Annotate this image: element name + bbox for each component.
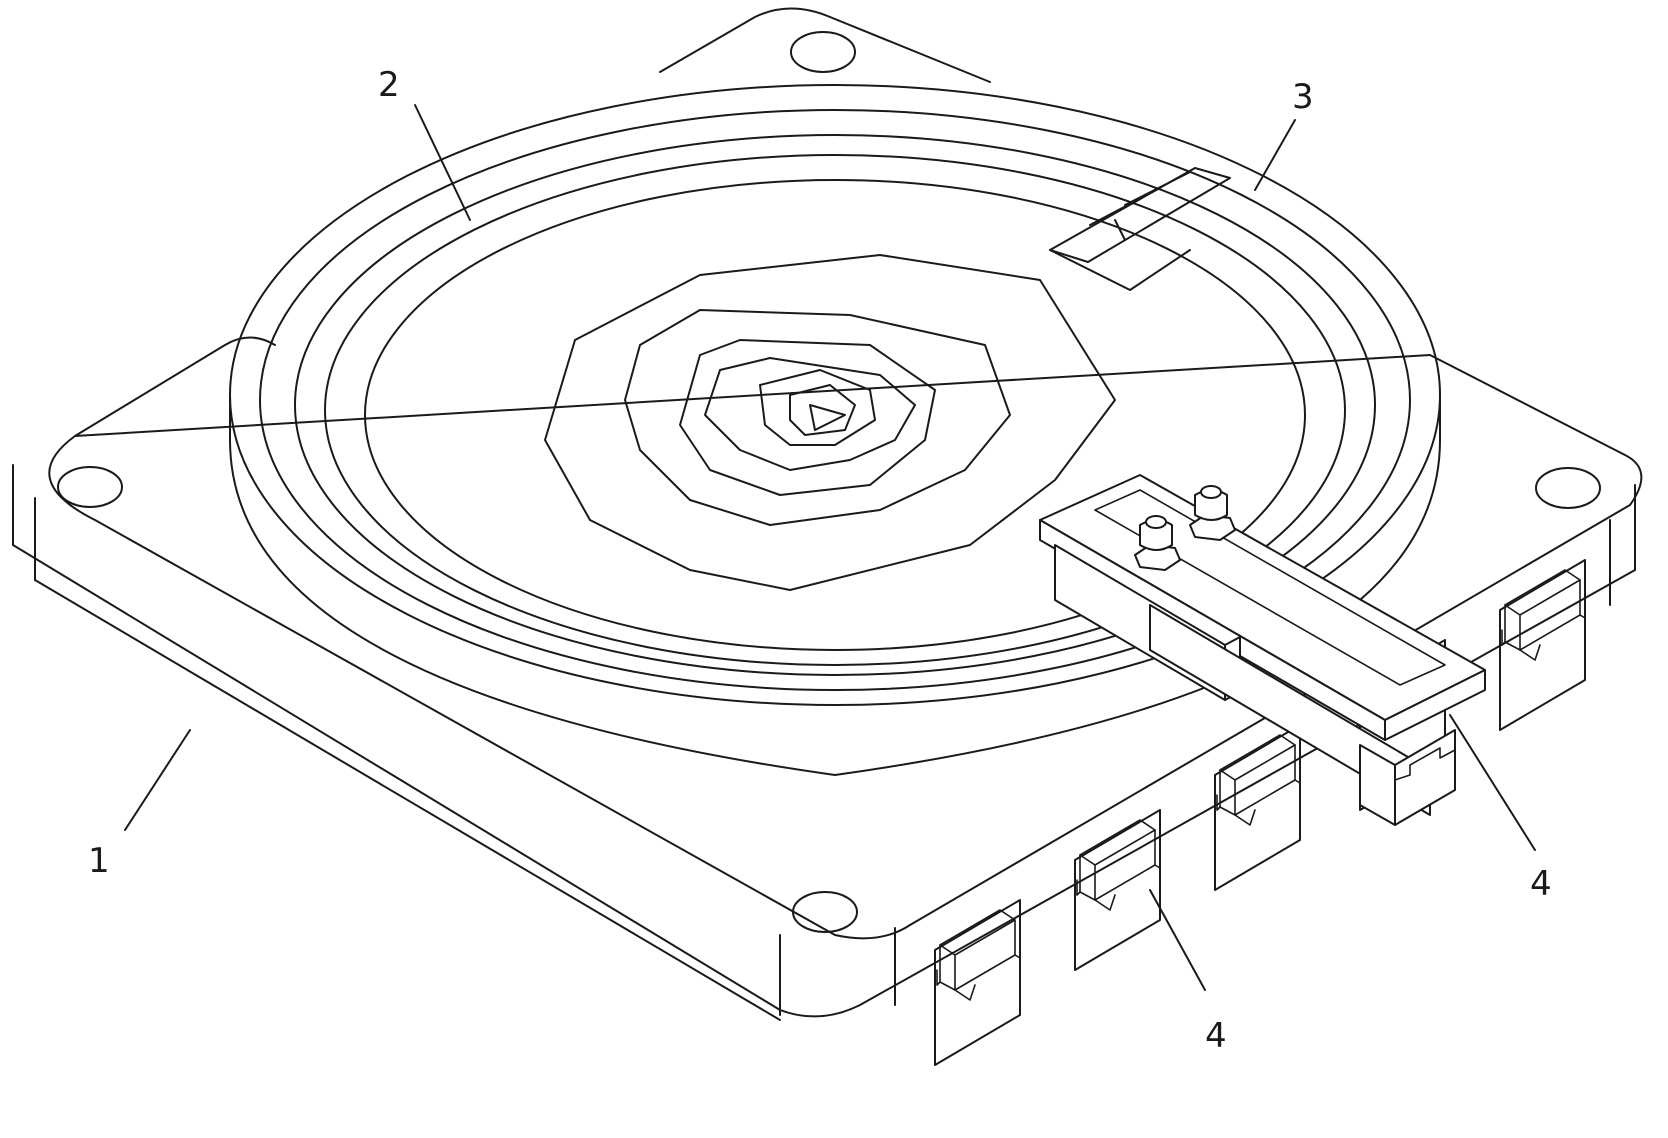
mount-hole-front bbox=[792, 891, 858, 933]
clamp-assembly bbox=[1039, 474, 1486, 826]
turntable-groove-2 bbox=[294, 134, 1376, 676]
turntable-groove-1 bbox=[259, 109, 1411, 691]
label-clamp-upper: 4 bbox=[1530, 864, 1552, 904]
turntable-inner-disc bbox=[364, 179, 1306, 651]
slot-1 bbox=[934, 899, 1021, 1066]
turntable bbox=[229, 84, 1441, 776]
bolt-1 bbox=[1134, 515, 1181, 571]
label-clamp-lower: 4 bbox=[1205, 1016, 1227, 1056]
bolt-2 bbox=[1189, 485, 1236, 541]
leader-lines bbox=[124, 104, 1536, 991]
leader-4a bbox=[1449, 714, 1536, 851]
leader-3 bbox=[1254, 119, 1296, 191]
leader-2 bbox=[414, 104, 471, 221]
slot-3 bbox=[1214, 724, 1301, 891]
marker-strip bbox=[1049, 167, 1231, 291]
contour-pattern bbox=[544, 254, 1116, 591]
label-base: 1 bbox=[88, 841, 110, 881]
slot-2 bbox=[1074, 809, 1161, 971]
slot-5 bbox=[1499, 559, 1586, 731]
label-marker: 3 bbox=[1292, 77, 1314, 117]
label-turntable: 2 bbox=[378, 65, 400, 105]
mount-hole-back bbox=[790, 31, 856, 73]
base-plate bbox=[12, 7, 1643, 1021]
leader-4b bbox=[1149, 889, 1206, 991]
turntable-groove-3 bbox=[324, 154, 1346, 666]
mount-hole-left bbox=[57, 466, 123, 508]
mount-hole-right bbox=[1535, 467, 1601, 509]
leader-1 bbox=[124, 729, 191, 831]
